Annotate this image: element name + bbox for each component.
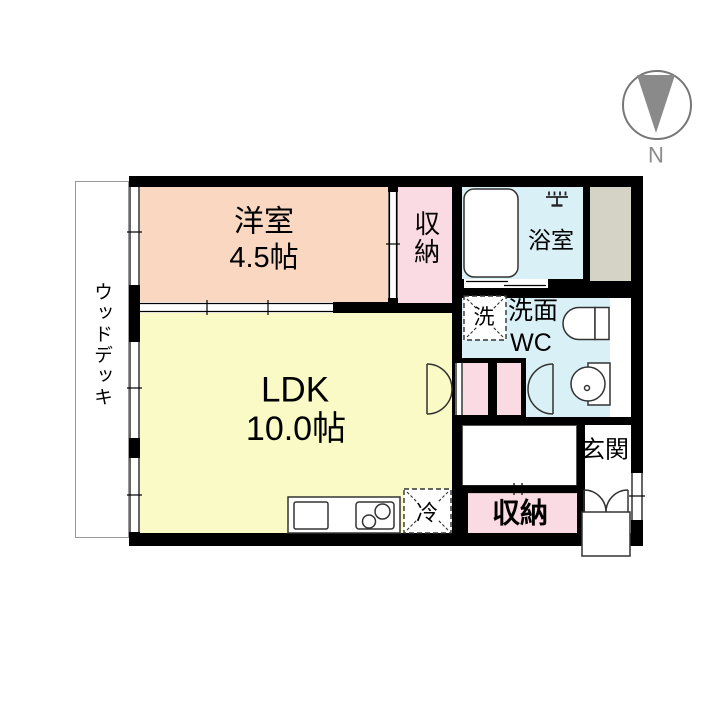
entrance-label: 玄関 (581, 436, 629, 464)
entrance-closet-wall (577, 425, 585, 533)
wood-deck-area (75, 181, 129, 538)
mini-closet-left (463, 363, 488, 415)
washroom-label-line2: WC (510, 328, 552, 357)
laundry-label: 洗 (473, 305, 495, 329)
mini-closet-right (497, 363, 521, 415)
compass-north-label: N (648, 142, 664, 168)
closet-bottom-label: 収納 (491, 497, 549, 529)
entrance-step (462, 425, 577, 486)
room-closet-top (398, 187, 452, 303)
washroom-margin (610, 298, 631, 417)
ldk-size: 10.0帖 (245, 410, 347, 449)
western-room-name: 洋室 (234, 205, 294, 239)
closet-top-label: 収納 (410, 210, 441, 266)
ldk-name: LDK (260, 370, 330, 410)
room-western (140, 187, 388, 302)
compass-needle-icon (637, 75, 675, 133)
pipe-space-block (590, 187, 631, 281)
room-closet-bottom (468, 493, 577, 533)
fridge-label: 冷 (415, 500, 439, 526)
wood-deck-label: ウッドデッキ (90, 282, 112, 408)
bath-label: 浴室 (528, 226, 574, 253)
western-room-size: 4.5帖 (229, 241, 299, 274)
washroom-label-line1: 洗面 (507, 296, 559, 325)
